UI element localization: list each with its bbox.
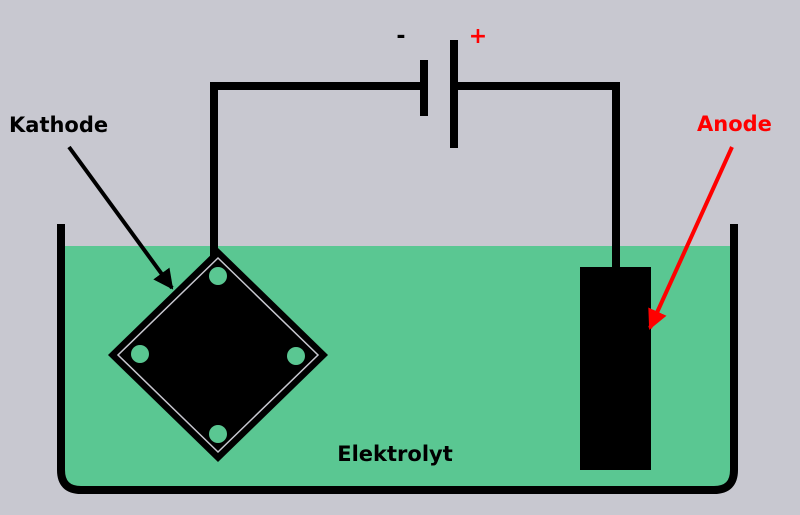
container — [57, 224, 738, 494]
wire-cathode — [210, 82, 424, 260]
cathode-pore-left — [131, 345, 149, 363]
cathode-pore-top — [209, 267, 227, 285]
cathode-pointer-arrow — [67, 145, 174, 290]
minus-sign: - — [396, 24, 405, 49]
anode-label: Anode — [697, 112, 772, 136]
anode-electrode — [580, 267, 651, 470]
battery-symbol — [420, 40, 458, 148]
cathode-label: Kathode — [9, 113, 108, 137]
cathode-inner-outline — [116, 256, 320, 454]
plus-sign: + — [469, 24, 487, 49]
wire-anode — [454, 82, 620, 268]
anode-pointer-arrow — [648, 146, 734, 330]
cathode-outer — [108, 248, 328, 462]
cathode-pore-right — [287, 347, 305, 365]
cathode-pore-bottom — [209, 425, 227, 443]
cathode-electrode — [108, 248, 328, 462]
electrolyte-label: Elektrolyt — [337, 442, 453, 466]
